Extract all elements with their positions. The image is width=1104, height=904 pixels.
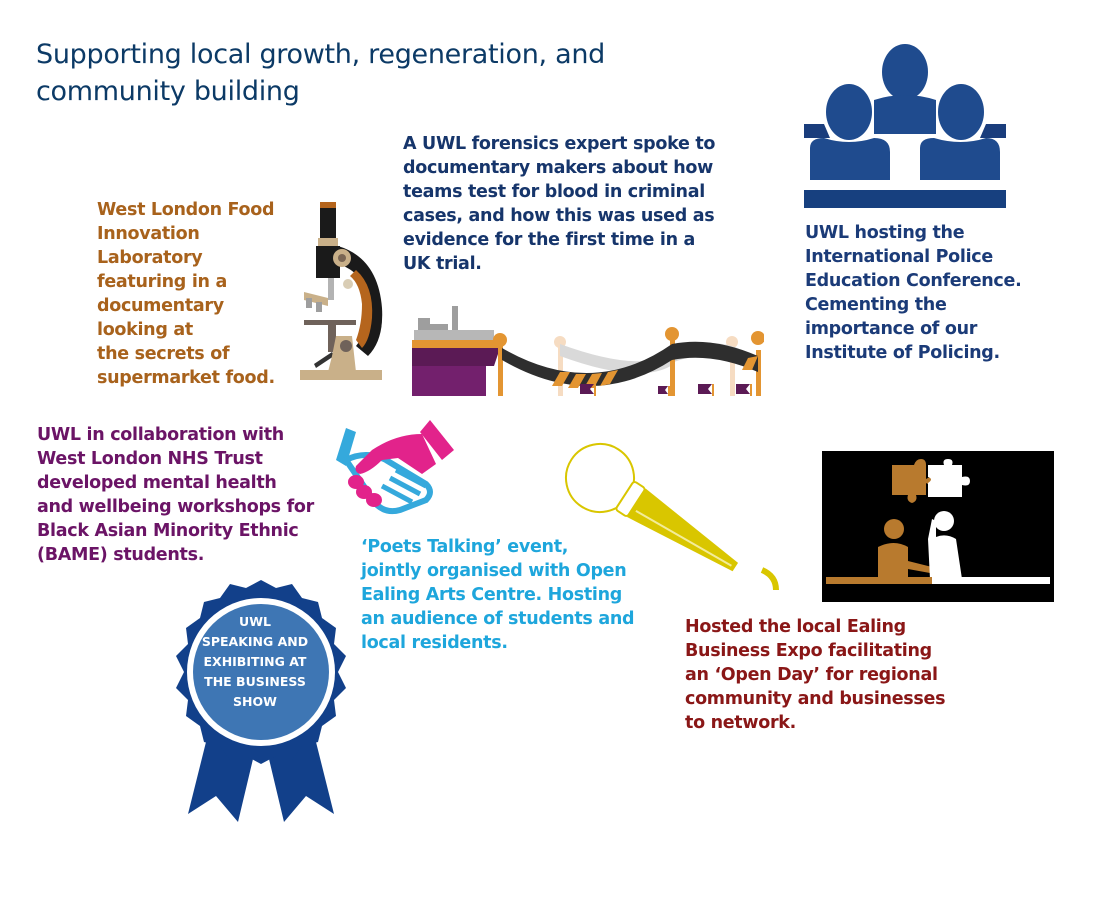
poets-talking-text: ‘Poets Talking’ event, jointly organised… <box>361 537 635 653</box>
handshake-icon <box>336 420 454 515</box>
puzzle-collaboration-icon <box>822 451 1054 602</box>
police-conference-text: UWL hosting the International Police Edu… <box>805 223 1022 363</box>
food-lab-text: West London Food Innovation Laboratory f… <box>97 200 275 388</box>
forensics-text: A UWL forensics expert spoke to document… <box>403 134 716 274</box>
business-show-text: UWL SPEAKING AND EXHIBITING AT THE BUSIN… <box>201 614 309 709</box>
nhs-workshops-text: UWL in collaboration with West London NH… <box>37 425 314 565</box>
page-title: Supporting local growth, regeneration, a… <box>36 39 605 107</box>
microphone-icon <box>565 443 779 591</box>
crime-scene-tape-icon <box>412 306 764 396</box>
microscope-icon <box>300 202 383 380</box>
business-expo-text: Hosted the local Ealing Business Expo fa… <box>685 617 946 733</box>
award-rosette-icon <box>176 580 346 822</box>
audience-group-icon <box>804 44 1006 208</box>
